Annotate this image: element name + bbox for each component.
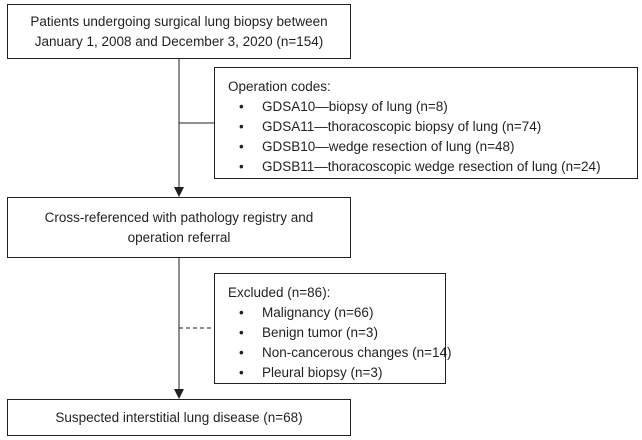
operation-code-item: GDSA11—thoracoscopic biopsy of lung (n=7…: [262, 119, 542, 134]
bullet-icon: •: [239, 305, 244, 320]
excluded-item: Benign tumor (n=3): [262, 325, 378, 340]
bullet-icon: •: [239, 119, 244, 134]
bullet-icon: •: [239, 365, 244, 380]
patients-line-1: Patients undergoing surgical lung biopsy…: [30, 14, 328, 29]
operation-code-item: GDSB11—thoracoscopic wedge resection of …: [262, 159, 601, 174]
bullet-icon: •: [239, 159, 244, 174]
excluded-item: Non-cancerous changes (n=14): [262, 345, 452, 360]
cross-referenced-line-1: Cross-referenced with pathology registry…: [44, 210, 314, 225]
operation-code-item: GDSA10—biopsy of lung (n=8): [262, 99, 448, 114]
list-item: • Malignancy (n=66): [228, 303, 445, 323]
list-item: • GDSB10—wedge resection of lung (n=48): [228, 137, 637, 157]
bullet-icon: •: [239, 325, 244, 340]
excluded-box: Excluded (n=86): • Malignancy (n=66) • B…: [214, 273, 452, 384]
bullet-icon: •: [239, 139, 244, 154]
suspected-ild-text: Suspected interstitial lung disease (n=6…: [55, 410, 303, 425]
bullet-icon: •: [239, 345, 244, 360]
excluded-title: Excluded (n=86):: [228, 285, 331, 300]
list-item: • GDSA10—biopsy of lung (n=8): [228, 97, 637, 117]
patients-box: Patients undergoing surgical lung biopsy…: [7, 4, 351, 59]
excluded-item: Malignancy (n=66): [262, 305, 374, 320]
bullet-icon: •: [239, 99, 244, 114]
operation-code-item: GDSB10—wedge resection of lung (n=48): [262, 139, 515, 154]
patients-line-2: January 1, 2008 and December 3, 2020 (n=…: [34, 34, 324, 49]
list-item: • GDSB11—thoracoscopic wedge resection o…: [228, 157, 637, 177]
operation-codes-box: Operation codes: • GDSA10—biopsy of lung…: [214, 67, 638, 179]
excluded-item: Pleural biopsy (n=3): [262, 365, 383, 380]
list-item: • Benign tumor (n=3): [228, 323, 445, 343]
operation-codes-list: • GDSA10—biopsy of lung (n=8) • GDSA11—t…: [228, 97, 637, 177]
cross-referenced-line-2: operation referral: [127, 230, 231, 245]
operation-codes-title: Operation codes:: [228, 79, 331, 94]
cross-referenced-box: Cross-referenced with pathology registry…: [7, 197, 351, 258]
suspected-ild-box: Suspected interstitial lung disease (n=6…: [7, 399, 351, 436]
list-item: • GDSA11—thoracoscopic biopsy of lung (n…: [228, 117, 637, 137]
list-item: • Pleural biopsy (n=3): [228, 363, 445, 383]
excluded-list: • Malignancy (n=66) • Benign tumor (n=3)…: [228, 303, 452, 383]
list-item: • Non-cancerous changes (n=14): [228, 343, 452, 363]
